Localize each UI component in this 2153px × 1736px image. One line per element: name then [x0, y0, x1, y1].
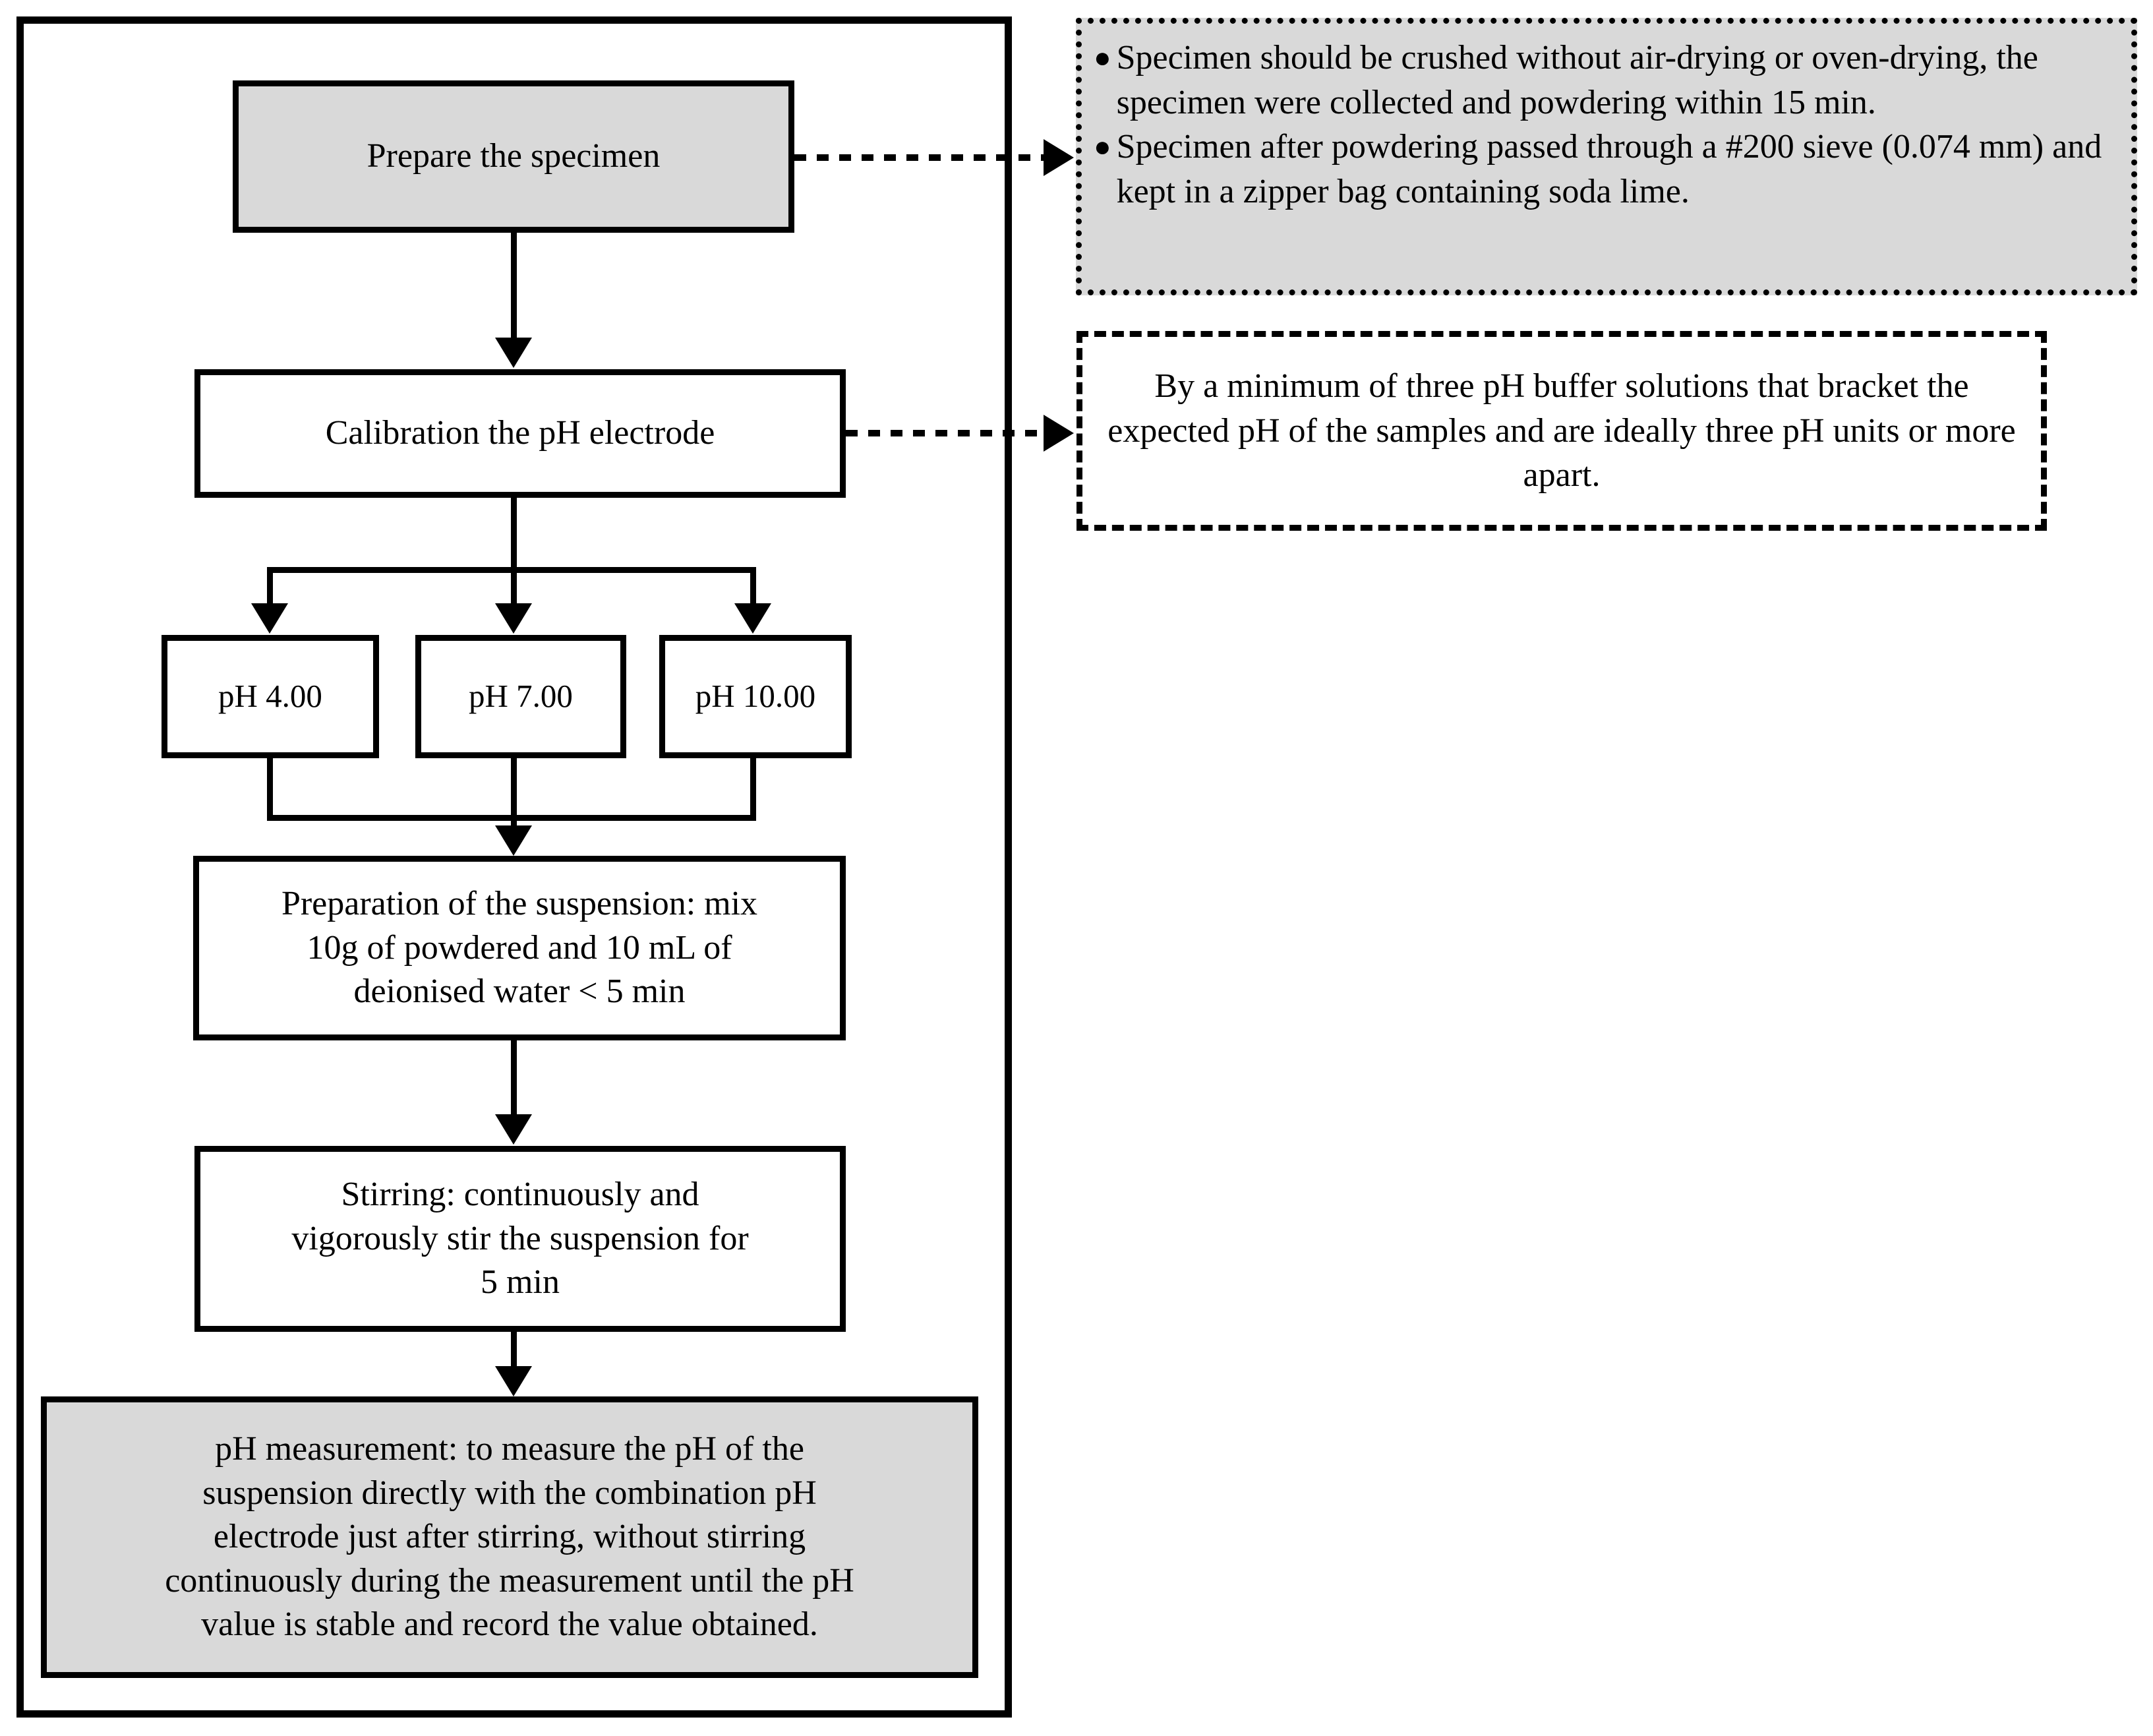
connector-branch-ph10: [750, 567, 756, 605]
procedure-frame: [16, 16, 1012, 1718]
note-box-calibration: By a minimum of three pH buffer solution…: [1076, 331, 2047, 531]
arrowhead-stirring-to-measurement: [495, 1366, 532, 1396]
step-box-ph-7[interactable]: pH 7.00: [415, 635, 626, 758]
callout-arrowhead-calibration-note: [1044, 415, 1074, 452]
connector-merge-ph4: [267, 758, 273, 821]
step-label-ph-measurement: pH measurement: to measure the pH of the…: [165, 1430, 854, 1644]
connector-merge-ph7: [511, 758, 517, 831]
step-box-ph-4[interactable]: pH 4.00: [162, 635, 379, 758]
step-label-ph-10: pH 10.00: [695, 678, 816, 715]
step-box-prepare-specimen[interactable]: Prepare the specimen: [233, 80, 794, 233]
step-label-prepare-specimen: Prepare the specimen: [367, 137, 661, 175]
connector-branch-ph4: [267, 567, 273, 605]
step-box-ph-10[interactable]: pH 10.00: [659, 635, 852, 758]
connector-merge-ph10: [750, 758, 756, 821]
arrowhead-suspension-to-stirring: [495, 1114, 532, 1145]
step-label-calibration: Calibration the pH electrode: [325, 414, 715, 452]
step-label-ph-4: pH 4.00: [218, 678, 322, 715]
step-label-ph-7: pH 7.00: [469, 678, 573, 715]
step-label-suspension: Preparation of the suspension: mix 10g o…: [281, 885, 758, 1011]
step-box-calibration[interactable]: Calibration the pH electrode: [194, 369, 846, 498]
step-label-stirring: Stirring: continuously and vigorously st…: [291, 1176, 749, 1302]
note-box-specimen: ● Specimen should be crushed without air…: [1076, 18, 2137, 295]
step-box-stirring[interactable]: Stirring: continuously and vigorously st…: [194, 1146, 846, 1332]
step-box-suspension[interactable]: Preparation of the suspension: mix 10g o…: [193, 856, 846, 1040]
connector-suspension-to-stirring: [511, 1040, 517, 1116]
connector-stirring-to-measurement: [511, 1332, 517, 1370]
arrowhead-branch-ph7: [495, 603, 532, 634]
connector-branch-ph7: [511, 567, 517, 605]
connector-prepare-to-calibration: [511, 233, 517, 339]
arrowhead-branch-ph10: [734, 603, 771, 634]
callout-line-calibration-note: [846, 430, 1044, 436]
note-bullet-item: ● Specimen after powdering passed throug…: [1094, 125, 2117, 214]
callout-arrowhead-specimen-note: [1044, 139, 1074, 176]
note-bullet-text-2: Specimen after powdering passed through …: [1116, 128, 2102, 210]
step-box-ph-measurement[interactable]: pH measurement: to measure the pH of the…: [41, 1396, 978, 1678]
note-bullet-text-1: Specimen should be crushed without air-d…: [1116, 39, 2038, 121]
connector-calibration-stem: [511, 498, 517, 572]
note-bullet-item: ● Specimen should be crushed without air…: [1094, 36, 2117, 125]
callout-line-specimen-note: [794, 154, 1044, 161]
arrowhead-prepare-to-calibration: [495, 338, 532, 368]
note-calibration-text: By a minimum of three pH buffer solution…: [1107, 367, 2016, 494]
bullet-dot-icon: ●: [1094, 131, 1111, 164]
arrowhead-merge-to-suspension: [495, 825, 532, 856]
arrowhead-branch-ph4: [251, 603, 288, 634]
bullet-dot-icon: ●: [1094, 42, 1111, 74]
